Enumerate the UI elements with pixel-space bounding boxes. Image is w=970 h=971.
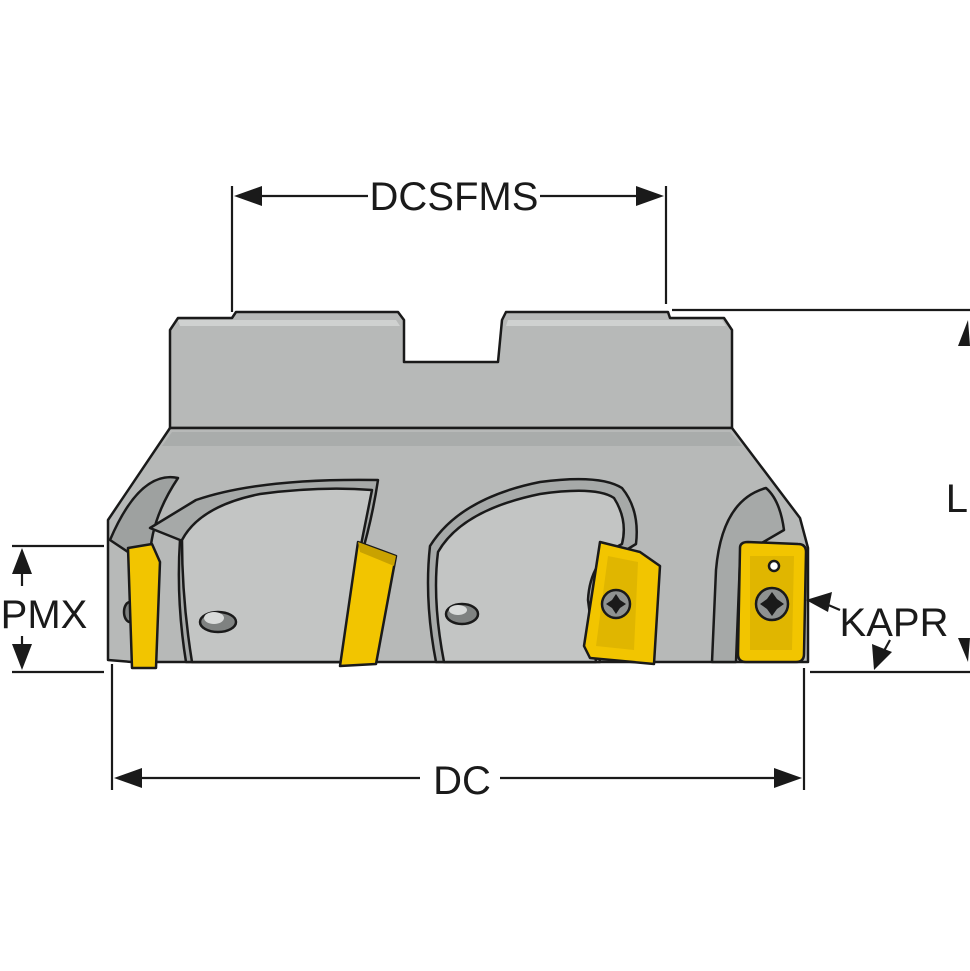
cutter-body: [106, 310, 810, 664]
insert-4-dimple: [767, 559, 781, 573]
dcsfms-label: DCSFMS: [370, 175, 539, 219]
insert-1: [126, 542, 162, 670]
dimension-dcsfms: DCSFMS: [230, 175, 668, 312]
screw-hole-middle: [444, 602, 480, 626]
dimension-dc: DC: [110, 664, 806, 803]
chip-pocket-4: [710, 486, 786, 664]
torx-screw-icon: [600, 588, 632, 620]
screw-hole-left: [198, 610, 238, 634]
pmx-label: PMX: [1, 593, 88, 637]
dimension-l: L: [672, 308, 970, 674]
kapr-label: KAPR: [840, 601, 949, 645]
dimension-kapr: KAPR: [806, 592, 948, 670]
dc-label: DC: [433, 759, 491, 803]
hub-top-face: [178, 320, 400, 326]
chip-pocket-3-face: [434, 489, 625, 664]
insert-2-edge: [358, 542, 396, 566]
insert-2: [338, 540, 398, 668]
hub-top-face-right: [506, 320, 726, 326]
torx-screw-icon: [754, 586, 790, 622]
indexable-insert-icon: [126, 540, 808, 670]
cutter-hub: [168, 310, 734, 430]
dimension-pmx: PMX: [1, 544, 104, 674]
head-chamfer: [162, 432, 742, 446]
l-label: L: [946, 477, 968, 521]
